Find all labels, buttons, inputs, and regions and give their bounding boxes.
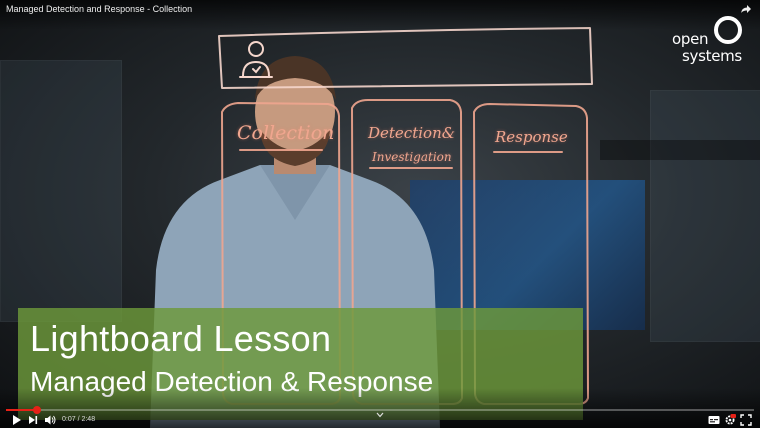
subtitles-button[interactable] [708, 414, 720, 426]
volume-icon [45, 415, 56, 425]
user-icon [239, 41, 273, 78]
play-button[interactable] [12, 414, 22, 426]
chevron-down-icon[interactable] [376, 412, 384, 418]
subtitles-icon [708, 416, 720, 424]
next-button[interactable] [28, 414, 38, 426]
lightboard-label-response: Response [495, 128, 568, 146]
progress-played [6, 409, 38, 411]
open-systems-logo: open systems [670, 14, 742, 70]
volume-button[interactable] [44, 414, 56, 426]
lightboard-label-investigation: Investigation [372, 150, 452, 164]
background-window-left [0, 60, 122, 322]
time-display: 0:07 / 2:48 [62, 416, 96, 423]
progress-bar[interactable] [6, 406, 754, 414]
background-window-right [650, 90, 760, 342]
share-icon[interactable] [740, 4, 752, 14]
lower-third-title: Lightboard Lesson [30, 318, 332, 359]
controls-overlay [0, 388, 760, 428]
fullscreen-button[interactable] [740, 414, 752, 426]
fullscreen-icon [740, 414, 752, 426]
logo-ring-icon [714, 16, 742, 44]
video-title[interactable]: Managed Detection and Response - Collect… [6, 4, 193, 14]
progress-scrubber-handle[interactable] [33, 406, 42, 414]
play-icon [13, 415, 21, 425]
lightboard-label-detection: Detection& [368, 124, 456, 142]
next-icon [29, 416, 38, 424]
background-monitor [410, 180, 645, 330]
lightboard-label-collection: Collection [237, 122, 335, 144]
settings-button[interactable] [724, 414, 736, 426]
settings-icon [725, 414, 736, 425]
logo-text-systems: systems [682, 47, 742, 65]
background-shelf [600, 140, 760, 160]
logo-text-open: open [672, 30, 709, 48]
video-title-bar: Managed Detection and Response - Collect… [0, 0, 760, 30]
